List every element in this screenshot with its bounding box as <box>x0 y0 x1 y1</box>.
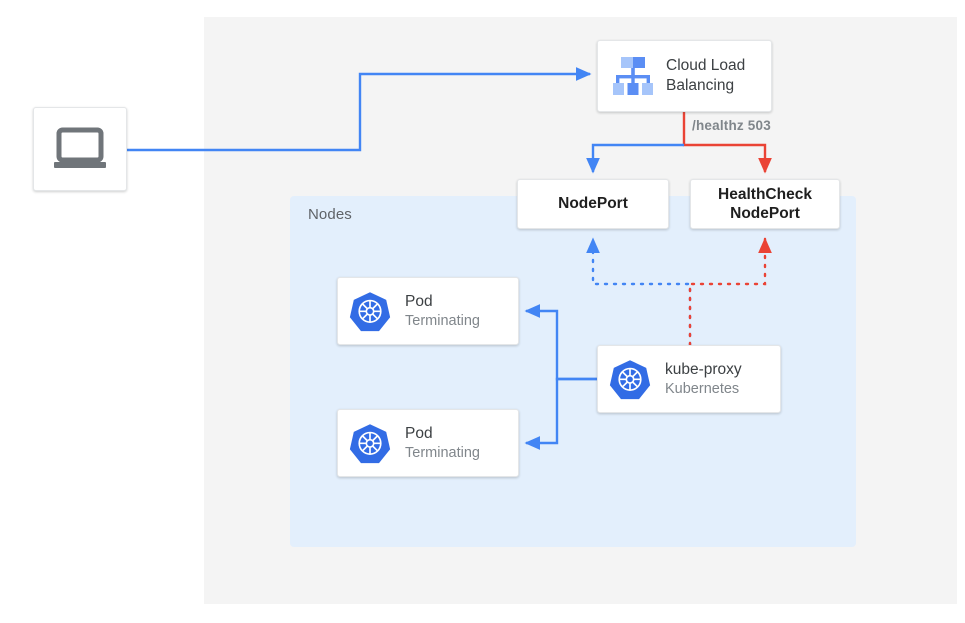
kubernetes-icon <box>349 424 391 464</box>
pod-status: Terminating <box>405 312 480 329</box>
kube-proxy-subtitle: Kubernetes <box>665 380 740 397</box>
client-node[interactable] <box>33 107 127 191</box>
healthcheck-nodeport-node[interactable]: HealthCheck NodePort <box>690 179 840 229</box>
cloud-load-balancing-icon <box>613 57 653 95</box>
healthz-503-label: /healthz 503 <box>692 118 771 133</box>
nodes-region-label: Nodes <box>308 206 352 223</box>
pod-node-1[interactable]: Pod Terminating <box>337 277 519 345</box>
kube-proxy-node[interactable]: kube-proxy Kubernetes <box>597 345 781 413</box>
nodeport-label: NodePort <box>558 195 628 213</box>
pod-title: Pod <box>405 292 433 310</box>
kubernetes-icon <box>609 360 651 400</box>
kubernetes-icon <box>349 292 391 332</box>
healthcheck-nodeport-label-line1: HealthCheck <box>718 185 812 203</box>
laptop-icon <box>54 127 106 168</box>
cloud-load-balancing-node[interactable]: Cloud Load Balancing <box>597 40 772 112</box>
load-balancer-title-line1: Cloud Load <box>666 57 746 75</box>
load-balancer-title-line2: Balancing <box>666 77 735 94</box>
pod-title: Pod <box>405 424 433 442</box>
pod-status: Terminating <box>405 444 480 461</box>
pod-node-2[interactable]: Pod Terminating <box>337 409 519 477</box>
healthcheck-nodeport-label-line2: NodePort <box>730 205 800 222</box>
kube-proxy-title: kube-proxy <box>665 360 742 378</box>
nodeport-node[interactable]: NodePort <box>517 179 669 229</box>
